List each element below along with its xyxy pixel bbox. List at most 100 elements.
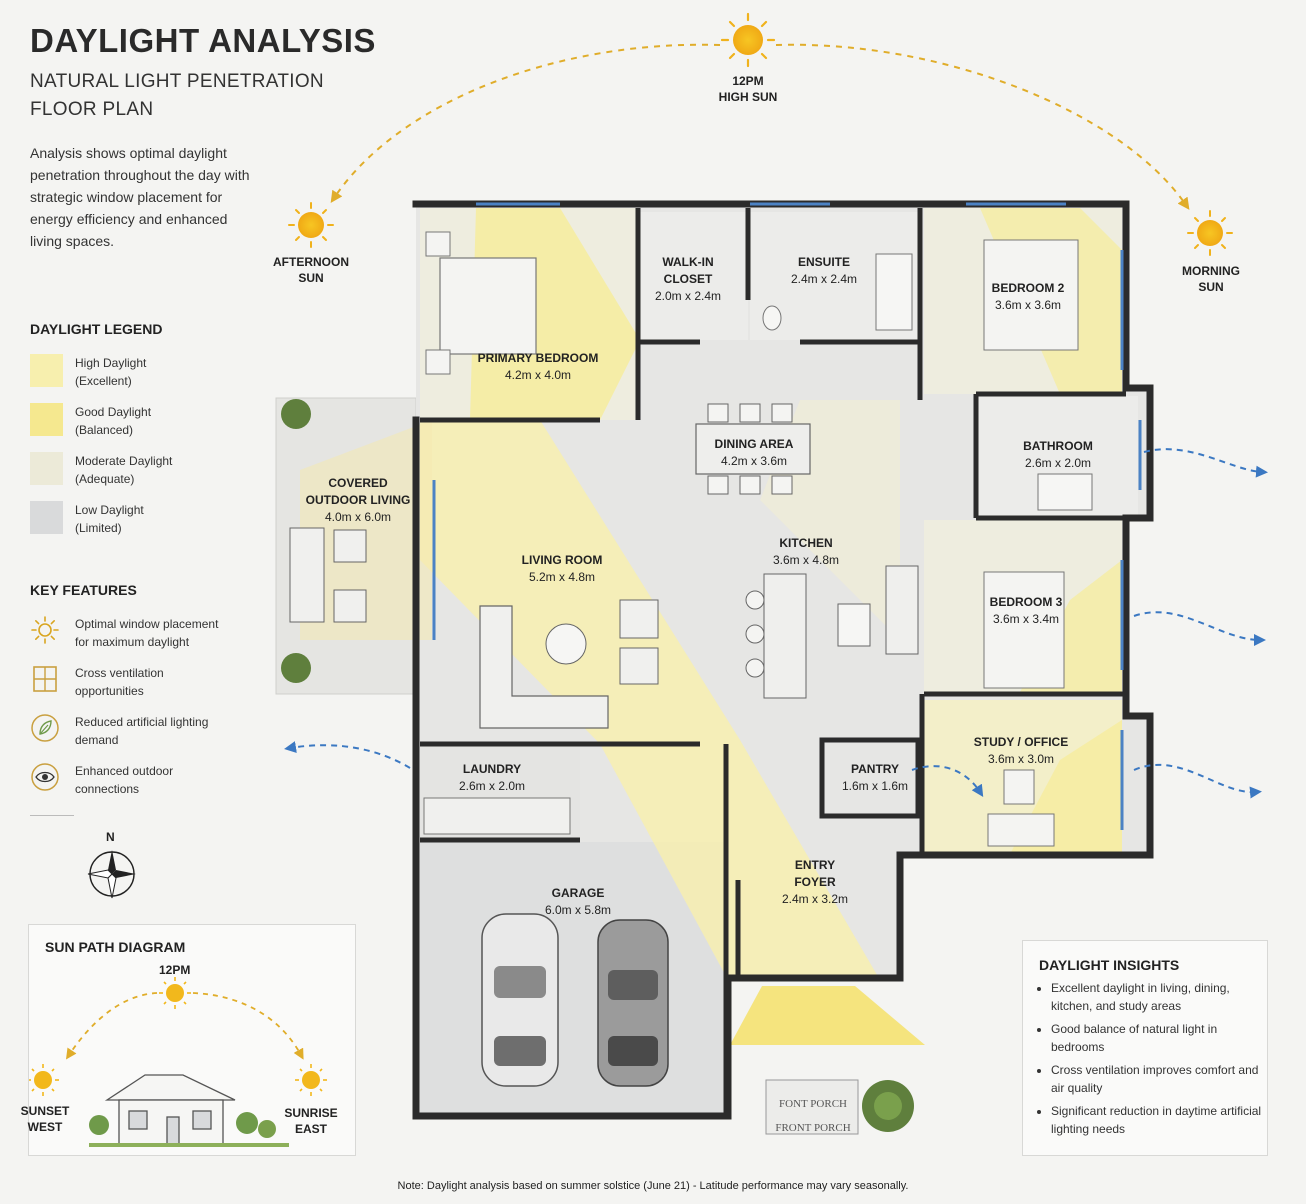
feature-label: Enhanced outdoor (75, 764, 174, 778)
features-divider (30, 815, 74, 816)
insights-list: Excellent daylight in living, dining, ki… (1023, 979, 1271, 1143)
legend-sublabel: (Adequate) (75, 472, 135, 486)
room-size: 5.2m x 4.8m (528, 570, 596, 584)
room-size: 3.6m x 3.4m (992, 612, 1060, 626)
room-size: 2.0m x 2.4m (654, 289, 722, 303)
insights-title: DAYLIGHT INSIGHTS (1039, 957, 1180, 973)
car-left-rear-window (494, 1036, 546, 1066)
sun-icon (31, 616, 59, 644)
room-name: KITCHEN (779, 536, 833, 550)
light-beam-living (420, 420, 880, 980)
room-name: ENTRY (794, 858, 836, 872)
sun-path-title: SUN PATH DIAGRAM (45, 939, 186, 955)
ventilation-arrow-pantry (911, 765, 984, 798)
page-title: DAYLIGHT ANALYSIS (30, 22, 376, 59)
legend-label: High Daylight (75, 356, 147, 370)
coffee-table (545, 623, 587, 665)
sun-label-line: SUNRISE (284, 1106, 338, 1120)
sun-label-line: MORNING (1182, 264, 1240, 278)
small-arc-left (66, 992, 158, 1060)
tree-icon (236, 1112, 258, 1134)
feature-label: Cross ventilation (75, 666, 164, 680)
study-chair (1003, 769, 1035, 805)
dining-table (695, 423, 811, 475)
tree-icon (89, 1115, 109, 1135)
sun-label-line: EAST (294, 1122, 327, 1136)
daylight-insights-card: DAYLIGHT INSIGHTS Excellent daylight in … (1022, 940, 1268, 1156)
dining-chair (739, 403, 761, 423)
sun-path-diagram (29, 977, 327, 1147)
room-size: 3.6m x 3.0m (987, 752, 1055, 766)
ventilation-arrow-bathroom (1143, 448, 1268, 478)
kitchen-island (763, 573, 807, 699)
dining-chair (739, 475, 761, 495)
room-name: GARAGE (551, 886, 605, 900)
window-icon (33, 666, 57, 692)
walk-in-closet-floor (640, 212, 748, 340)
porch-sign-line: FONT PORCH (779, 1098, 847, 1110)
sun-label-line: SUN (1198, 280, 1224, 294)
toilet (762, 305, 782, 331)
ventilation-arrow-bedroom3 (1133, 611, 1266, 646)
room-size: 6.0m x 5.8m (544, 903, 612, 917)
study-desk (987, 813, 1055, 847)
insight-item: Excellent daylight in living, dining, ki… (1051, 979, 1271, 1015)
sun-arc-right (775, 43, 1190, 210)
compass-icon (87, 850, 136, 899)
morning-sun-label: MORNING SUN (1166, 263, 1256, 295)
eye-icon (31, 763, 59, 791)
living-sofa (479, 605, 609, 729)
sun-icon (29, 1064, 59, 1096)
ventilation-arrow-study (1133, 763, 1262, 799)
footer-note: Note: Daylight analysis based on summer … (397, 1180, 909, 1192)
car-right-rear-window (608, 1036, 658, 1066)
legend-title: DAYLIGHT LEGEND (30, 321, 163, 337)
sun-icon (295, 1064, 327, 1096)
sun-label-line: SUNSET (20, 1104, 70, 1118)
room-size: 2.4m x 2.4m (790, 272, 858, 286)
bedroom3-bed (983, 571, 1065, 689)
armchair (619, 647, 659, 685)
room-name: BEDROOM 2 (991, 281, 1065, 295)
sun-label-line: 12PM (732, 74, 764, 88)
legend-swatch-good (30, 403, 63, 436)
legend-label: Good Daylight (75, 405, 152, 419)
room-size: 2.6m x 2.0m (1024, 456, 1092, 470)
room-name: PANTRY (851, 762, 899, 776)
subtitle-line-1: NATURAL LIGHT PENETRATION (30, 71, 324, 92)
feature-sublabel: connections (75, 782, 140, 796)
sun-label-line: WEST (27, 1120, 63, 1134)
room-name: BATHROOM (1023, 439, 1093, 453)
feature-sublabel: demand (75, 733, 119, 747)
dining-chair (771, 403, 793, 423)
front-porch (765, 1079, 859, 1135)
sunrise-label: SUNRISE EAST (281, 1105, 341, 1137)
sun-icon (1187, 210, 1233, 256)
house-icon (104, 1074, 236, 1147)
tree-icon (281, 653, 311, 683)
room-name: LAUNDRY (462, 762, 522, 776)
subtitle-line-2: FLOOR PLAN (30, 99, 154, 120)
bedroom2-bed (983, 239, 1079, 351)
vanity (1037, 473, 1093, 511)
legend-sublabel: (Limited) (75, 521, 122, 535)
ground (89, 1143, 289, 1147)
room-size: 2.4m x 3.2m (781, 892, 849, 906)
legend-swatch-low (30, 501, 63, 534)
tree-icon (281, 399, 311, 429)
room-name: FOYER (794, 875, 836, 889)
laundry-counter (423, 797, 571, 835)
outdoor-chair (333, 589, 367, 623)
feature-label: Optimal window placement (75, 617, 219, 631)
armchair (619, 599, 659, 639)
room-size: 4.0m x 6.0m (324, 510, 392, 524)
sun-icon (159, 977, 191, 1009)
dining-chair (707, 403, 729, 423)
porch-sign-line: FRONT PORCH (775, 1122, 851, 1134)
light-beam-front-porch (730, 986, 925, 1045)
nightstand (425, 231, 451, 257)
